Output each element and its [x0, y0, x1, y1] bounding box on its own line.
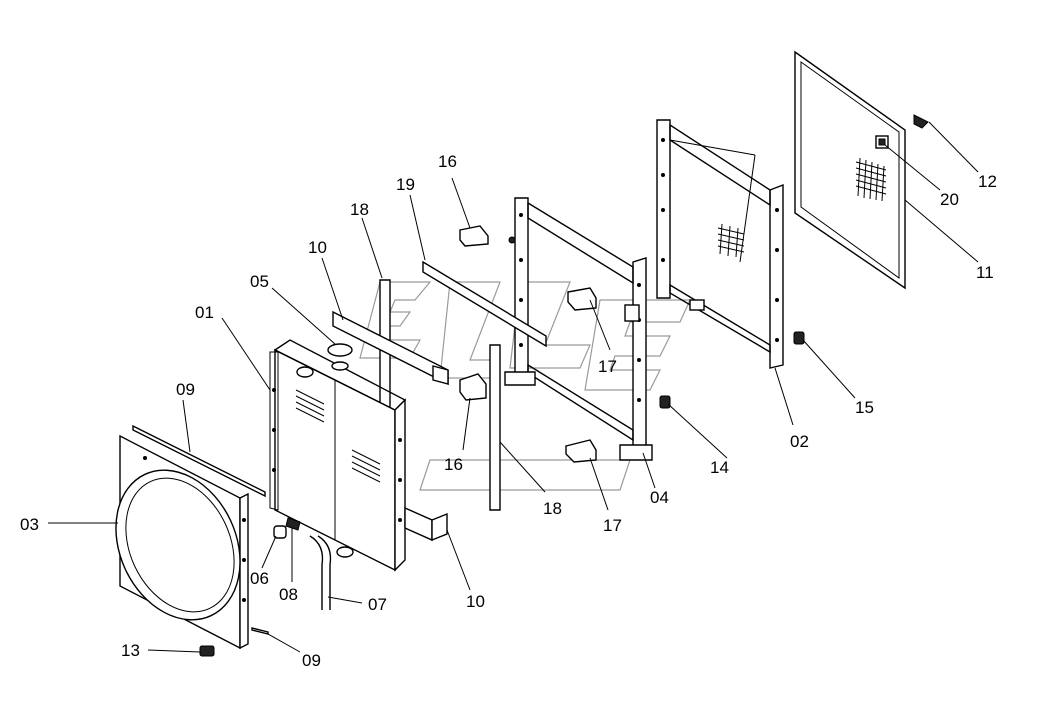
part-05-radiator-cap — [327, 343, 353, 371]
part-09-strip-lower — [251, 627, 269, 635]
label-19: 19 — [396, 175, 415, 194]
label-20: 20 — [940, 190, 959, 209]
part-06-plug — [273, 525, 287, 539]
part-19-bar — [422, 260, 547, 348]
part-18-bar-lower — [489, 344, 501, 511]
label-10-lower: 10 — [466, 592, 485, 611]
label-14: 14 — [710, 458, 729, 477]
part-03-fan-shroud — [115, 434, 249, 650]
label-09-upper: 09 — [176, 380, 195, 399]
label-18-lower: 18 — [543, 499, 562, 518]
part-09-strip-upper — [132, 424, 266, 498]
label-02: 02 — [790, 432, 809, 451]
label-08: 08 — [279, 585, 298, 604]
part-labels: 01 02 03 04 05 06 07 08 09 09 10 10 11 1… — [20, 152, 997, 670]
label-09-lower: 09 — [302, 651, 321, 670]
part-16-pad-upper — [459, 225, 489, 247]
label-01: 01 — [195, 303, 214, 322]
part-11-back-screen — [794, 50, 906, 290]
part-17-pad-lower — [565, 439, 597, 463]
part-10-bar-upper — [332, 310, 449, 386]
leader-lines — [48, 121, 979, 653]
part-17-pad-upper — [567, 287, 597, 311]
part-01-radiator — [269, 339, 407, 572]
part-02-rear-frame — [656, 119, 784, 369]
label-04: 04 — [650, 488, 669, 507]
label-07: 07 — [368, 595, 387, 614]
label-10-upper: 10 — [308, 238, 327, 257]
part-14-bolt — [659, 395, 671, 409]
label-16-lower: 16 — [444, 455, 463, 474]
part-08-drain-cock — [285, 517, 301, 531]
part-13-bolt — [199, 645, 215, 657]
label-03: 03 — [20, 515, 39, 534]
label-18-upper: 18 — [350, 200, 369, 219]
label-15: 15 — [855, 398, 874, 417]
part-16-pad-lower — [459, 373, 487, 401]
label-11: 11 — [976, 263, 994, 282]
part-07-hose — [309, 535, 332, 610]
label-16-upper: 16 — [438, 152, 457, 171]
part-10-bar-lower — [404, 506, 448, 542]
label-12: 12 — [978, 172, 997, 191]
label-13: 13 — [121, 641, 140, 660]
label-06: 06 — [250, 569, 269, 588]
part-12-wing-bolt — [913, 114, 929, 129]
label-17-upper: 17 — [598, 357, 617, 376]
label-05: 05 — [250, 272, 269, 291]
label-17-lower: 17 — [603, 516, 622, 535]
part-15-bolt — [793, 331, 805, 345]
part-04-middle-frame — [504, 197, 653, 461]
